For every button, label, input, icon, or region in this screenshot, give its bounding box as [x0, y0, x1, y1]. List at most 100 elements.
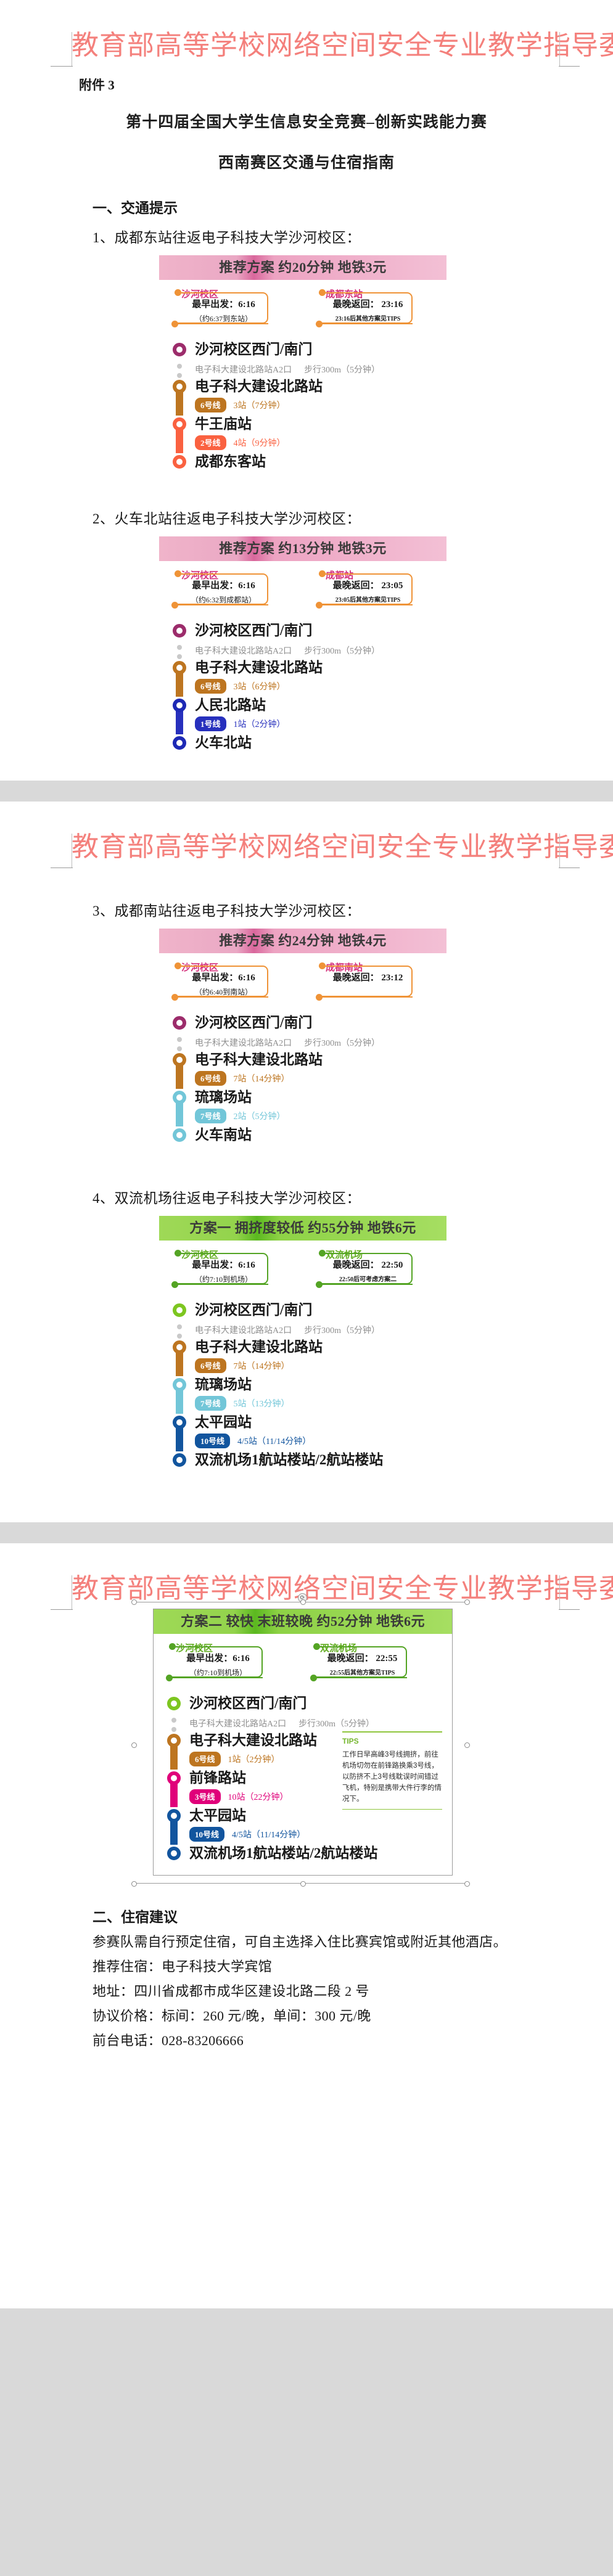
- station-name: 琉璃场站: [195, 1089, 252, 1105]
- endpoint-baseline: [319, 1284, 413, 1285]
- tips-title: TIPS: [342, 1737, 359, 1745]
- leg-detail: 4站（9分钟）: [233, 439, 286, 448]
- station-name: 牛王庙站: [195, 416, 252, 432]
- lodging-line-5: 前台电话：028-83206666: [93, 2033, 244, 2048]
- walk-text: 电子科大建设北路站A2口步行300m（5分钟）: [195, 647, 381, 656]
- lodging-line-4: 协议价格：标间：260 元/晚，单间：300 元/晚: [93, 2008, 371, 2024]
- document-title-line-1: 第十四届全国大学生信息安全竞赛–创新实践能力赛: [126, 114, 487, 131]
- tips-rule-bottom: [342, 1809, 442, 1810]
- endpoint-dot-bottom: [166, 1675, 173, 1681]
- station-row: 双流机场1航站楼站/2航站楼站: [167, 1845, 452, 1866]
- endpoint-note: 23:05后其他方案见TIPS: [335, 597, 401, 604]
- resize-handle-6[interactable]: [131, 1881, 137, 1887]
- endpoint-body: 最早出发：6:16（约6:32到成都站）: [179, 578, 268, 605]
- line-stem: [170, 1782, 178, 1807]
- lodging-line-2: 推荐住宿：电子科技大学宾馆: [93, 1959, 273, 1974]
- line-leg: 2号线 4站（9分钟）: [195, 432, 446, 454]
- endpoint-time: 最晚返回： 22:50: [332, 1260, 403, 1270]
- endpoint-note: （约7:10到机场）: [194, 1275, 253, 1284]
- resize-handle-8[interactable]: [464, 1881, 470, 1887]
- route-card-1: 推荐方案 约20分钟 地铁3元沙河校区最早出发：6:16（约6:37到东站）成都…: [159, 255, 446, 475]
- station-name: 沙河校区西门/南门: [195, 623, 313, 638]
- line-stem: [176, 1352, 183, 1376]
- walk-row: 电子科大建设北路站A2口步行300m（5分钟）: [173, 1323, 446, 1348]
- leg-detail: 4/5站（11/14分钟）: [237, 1437, 311, 1446]
- station-marker: [173, 380, 186, 393]
- page-header: 教育部高等学校网络空间安全专业教学指导委员会: [0, 0, 613, 73]
- station-marker: [173, 455, 186, 469]
- route-heading-2: 2、火车北站往返电子科技大学沙河校区：: [93, 511, 361, 527]
- route-plan-bar: 方案一 拥挤度较低 约55分钟 地铁6元: [159, 1216, 446, 1241]
- resize-handle-5[interactable]: [464, 1742, 470, 1748]
- endpoint-baseline: [319, 604, 413, 605]
- header-tick-right: [559, 1575, 560, 1610]
- station-marker: [173, 343, 186, 356]
- endpoint-time: 最早出发：6:16: [192, 973, 255, 983]
- station-marker: [173, 624, 186, 638]
- leg-detail: 1站（2分钟）: [233, 720, 286, 729]
- station-marker: [167, 1847, 181, 1860]
- station-name: 电子科大建设北路站: [195, 1052, 323, 1067]
- walk-text: 电子科大建设北路站A2口步行300m（5分钟）: [195, 1326, 381, 1335]
- station-row: 火车北站: [173, 735, 446, 756]
- line-stem: [170, 1820, 178, 1845]
- resize-handle-4[interactable]: [131, 1742, 137, 1748]
- station-name: 人民北路站: [195, 697, 266, 713]
- document-page-2: 教育部高等学校网络空间安全专业教学指导委员会 3、成都南站往返电子科技大学沙河校…: [0, 802, 613, 1522]
- endpoint-baseline: [175, 323, 268, 324]
- station-marker: [173, 1378, 186, 1392]
- station-row: 成都东客站: [173, 454, 446, 475]
- page-header-2: 教育部高等学校网络空间安全专业教学指导委员会: [0, 802, 613, 874]
- endpoint-baseline: [175, 604, 268, 605]
- endpoint-dot-bottom: [316, 602, 323, 609]
- station-marker: [173, 699, 186, 712]
- endpoint-time: 最晚返回： 23:12: [332, 973, 403, 983]
- route-card-5-selected[interactable]: ⟳方案二 较快 末班较晚 约52分钟 地铁6元沙河校区最早出发：6:16（约7:…: [131, 1593, 470, 1887]
- station-name: 沙河校区西门/南门: [195, 1015, 313, 1030]
- leg-detail: 7站（14分钟）: [233, 1362, 290, 1371]
- walk-row: 电子科大建设北路站A2口步行300m（5分钟）: [173, 644, 446, 668]
- station-timeline: 沙河校区西门/南门电子科大建设北路站A2口步行300m（5分钟）电子科大建设北路…: [159, 1302, 446, 1473]
- line-badge: 2号线: [195, 435, 226, 450]
- route-card-2: 推荐方案 约13分钟 地铁3元沙河校区最早出发：6:16（约6:32到成都站）成…: [159, 536, 446, 756]
- station-marker: [173, 1091, 186, 1104]
- station-name: 沙河校区西门/南门: [189, 1696, 307, 1711]
- route-card-3: 推荐方案 约24分钟 地铁4元沙河校区最早出发：6:16（约6:40到南站）成都…: [159, 929, 446, 1148]
- document-root: 教育部高等学校网络空间安全专业教学指导委员会 附件 3 第十四届全国大学生信息安…: [0, 0, 613, 2308]
- header-banner-title: 教育部高等学校网络空间安全专业教学指导委员会: [72, 832, 613, 862]
- station-timeline: 沙河校区西门/南门电子科大建设北路站A2口步行300m（5分钟）电子科大建设北路…: [159, 1015, 446, 1148]
- endpoint-time: 最早出发：6:16: [192, 300, 255, 310]
- station-timeline: 沙河校区西门/南门电子科大建设北路站A2口步行300m（5分钟）电子科大建设北路…: [159, 342, 446, 475]
- page-header-3: 教育部高等学校网络空间安全专业教学指导委员会: [0, 1543, 613, 1616]
- endpoint-body: 最早出发：6:16（约6:37到东站）: [179, 297, 268, 324]
- line-badge: 7号线: [195, 1109, 226, 1123]
- resize-handle-3[interactable]: [464, 1599, 470, 1605]
- walk-row: 电子科大建设北路站A2口步行300m（5分钟）: [173, 1036, 446, 1060]
- route-heading-4: 4、双流机场往返电子科技大学沙河校区：: [93, 1191, 361, 1206]
- resize-handle-2[interactable]: [300, 1599, 306, 1605]
- walk-row: 电子科大建设北路站A2口步行300m（5分钟）: [173, 363, 446, 387]
- walk-text: 电子科大建设北路站A2口步行300m（5分钟）: [189, 1720, 375, 1729]
- resize-handle-7[interactable]: [300, 1881, 306, 1887]
- station-marker: [173, 1340, 186, 1354]
- station-row: 牛王庙站 2号线 4站（9分钟）: [173, 416, 446, 454]
- station-marker: [167, 1771, 181, 1785]
- line-badge: 3号线: [189, 1789, 221, 1804]
- resize-handle-1[interactable]: [131, 1599, 137, 1605]
- station-name: 太平园站: [189, 1808, 246, 1823]
- endpoint-time: 最早出发：6:16: [186, 1654, 250, 1663]
- station-name: 太平园站: [195, 1414, 252, 1430]
- endpoints-row: 沙河校区最早出发：6:16（约6:40到南站）成都南站最晚返回： 23:12: [159, 959, 446, 1019]
- station-row: 沙河校区西门/南门: [173, 623, 446, 644]
- station-marker: [167, 1734, 181, 1747]
- route-card-4: 方案一 拥挤度较低 约55分钟 地铁6元沙河校区最早出发：6:16（约7:10到…: [159, 1216, 446, 1473]
